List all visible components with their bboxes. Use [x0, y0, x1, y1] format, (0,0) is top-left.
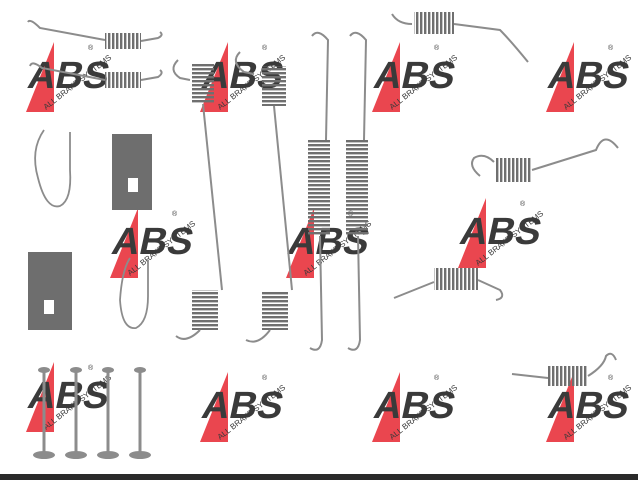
return-spring-small	[29, 62, 163, 88]
spring-clip-plate	[28, 134, 152, 330]
return-spring-small	[27, 19, 163, 49]
return-spring-small	[511, 352, 617, 386]
bottom-border	[0, 474, 638, 480]
shoe-return-spring-long	[172, 59, 223, 340]
return-spring-medium	[391, 12, 529, 63]
hold-down-clip	[34, 129, 149, 329]
return-spring-medium	[393, 268, 504, 301]
adjuster-spring-tall	[308, 31, 368, 351]
shoe-return-spring-long	[234, 51, 293, 343]
abs-logo-watermark	[24, 42, 634, 442]
return-spring-medium	[471, 138, 619, 182]
hold-down-pin-head	[33, 367, 151, 459]
hold-down-pin	[42, 372, 142, 452]
